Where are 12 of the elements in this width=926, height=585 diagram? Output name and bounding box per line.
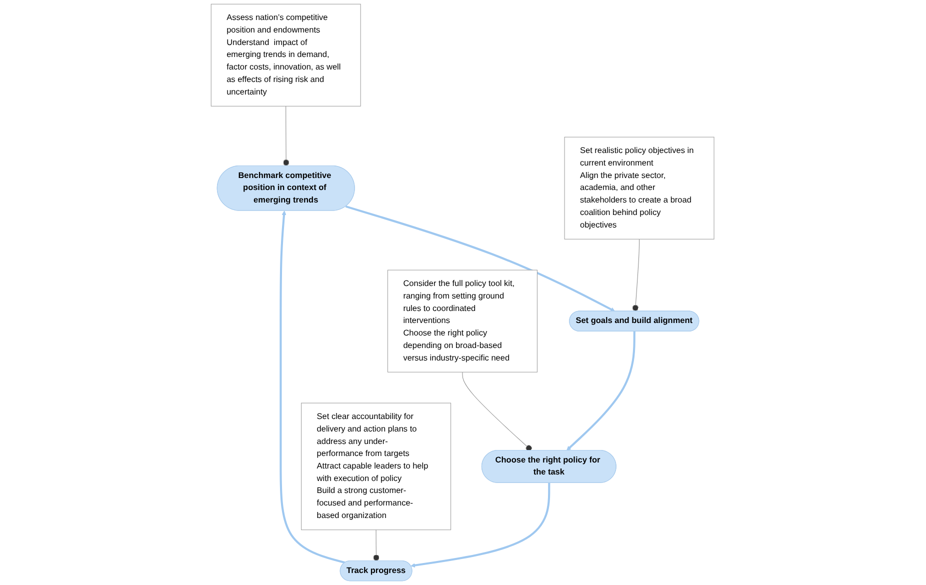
node-box: Consider the full policy tool kit, ranging from setting ground rules to coordinated interventions Choose the right policy depending on broad-based versus industry-specific need [388, 270, 538, 372]
arrow [346, 205, 616, 312]
connector [632, 238, 640, 312]
arrow [280, 210, 346, 564]
connector [462, 372, 532, 452]
arrow [566, 331, 636, 451]
arrow [411, 482, 551, 568]
connector [283, 106, 290, 166]
node-box: Set realistic policy objectives in current environment Align the private sector, academia, and other stakeholders to create a broad coalition behind policy objectives [564, 136, 715, 240]
connector [374, 530, 380, 562]
node-box: Assess nation’s competitive position and endowments Understand impact of emerging trends in demand, factor costs, innovation, as well as effects of rising risk and uncertainty [211, 4, 362, 106]
node-box: Set clear accountability for delivery and action plans to address any under-performance from targets Attract capable leaders to help with execution of policy Build a strong customer-focused and performance-based organization [301, 402, 452, 530]
